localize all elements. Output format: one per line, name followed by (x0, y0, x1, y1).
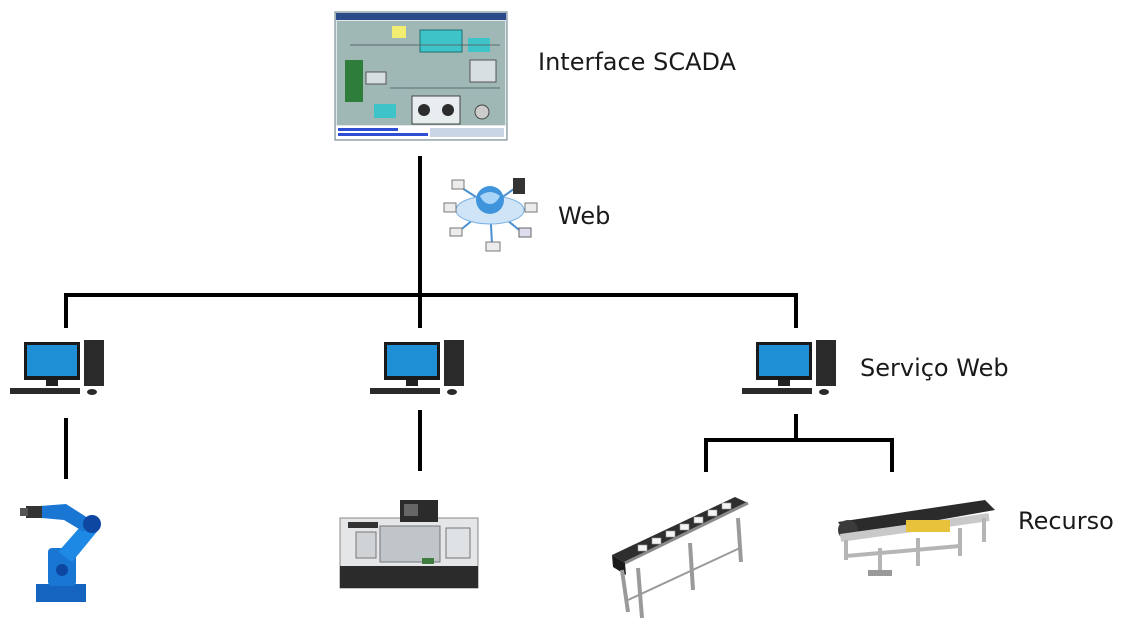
web-service-label: Serviço Web (860, 354, 1009, 382)
desktop-computer-icon (10, 340, 104, 395)
connector-lines (64, 156, 894, 479)
web-label: Web (558, 202, 611, 230)
computer-middle (370, 340, 464, 395)
cnc-machine-icon (339, 500, 479, 589)
conveyor-belt-icon (612, 497, 749, 619)
belt-conveyor-icon (838, 500, 995, 576)
network-globe-icon (443, 178, 538, 252)
resource-label: Recurso (1018, 507, 1114, 535)
scada-screen-icon (334, 11, 508, 141)
scada-interface-label: Interface SCADA (538, 48, 736, 76)
desktop-computer-icon (742, 340, 836, 395)
computer-right (742, 340, 836, 395)
robot-arm-icon (20, 504, 101, 602)
desktop-computer-icon (370, 340, 464, 395)
computer-left (10, 340, 104, 395)
